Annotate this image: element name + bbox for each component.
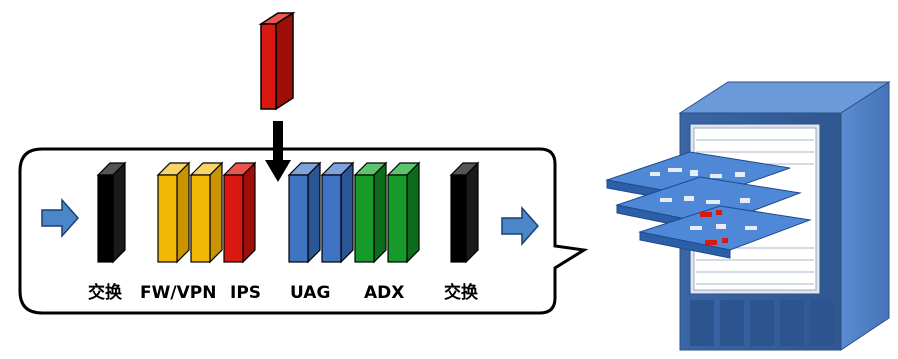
label-uag: UAG bbox=[290, 283, 331, 303]
label-switch-out: 交换 bbox=[444, 283, 478, 303]
fw-vpn-module-1 bbox=[156, 161, 191, 264]
label-adx: ADX bbox=[364, 283, 405, 303]
label-fw-vpn: FW/VPN bbox=[140, 283, 217, 303]
inserted-module bbox=[258, 11, 296, 111]
switch-out-module bbox=[449, 161, 480, 264]
flow-out-arrow bbox=[501, 206, 540, 246]
label-switch-in: 交换 bbox=[88, 283, 122, 303]
flow-in-arrow bbox=[41, 198, 80, 238]
insert-arrow bbox=[265, 121, 291, 182]
server-rack-icon bbox=[605, 81, 891, 351]
adx-module-1 bbox=[353, 161, 388, 264]
switch-in-module bbox=[96, 161, 127, 264]
label-ips: IPS bbox=[230, 283, 262, 303]
uag-module-2 bbox=[320, 161, 355, 264]
uag-module-1 bbox=[287, 161, 322, 264]
fw-vpn-module-2 bbox=[189, 161, 224, 264]
ips-module bbox=[222, 161, 257, 264]
adx-module-2 bbox=[386, 161, 421, 264]
